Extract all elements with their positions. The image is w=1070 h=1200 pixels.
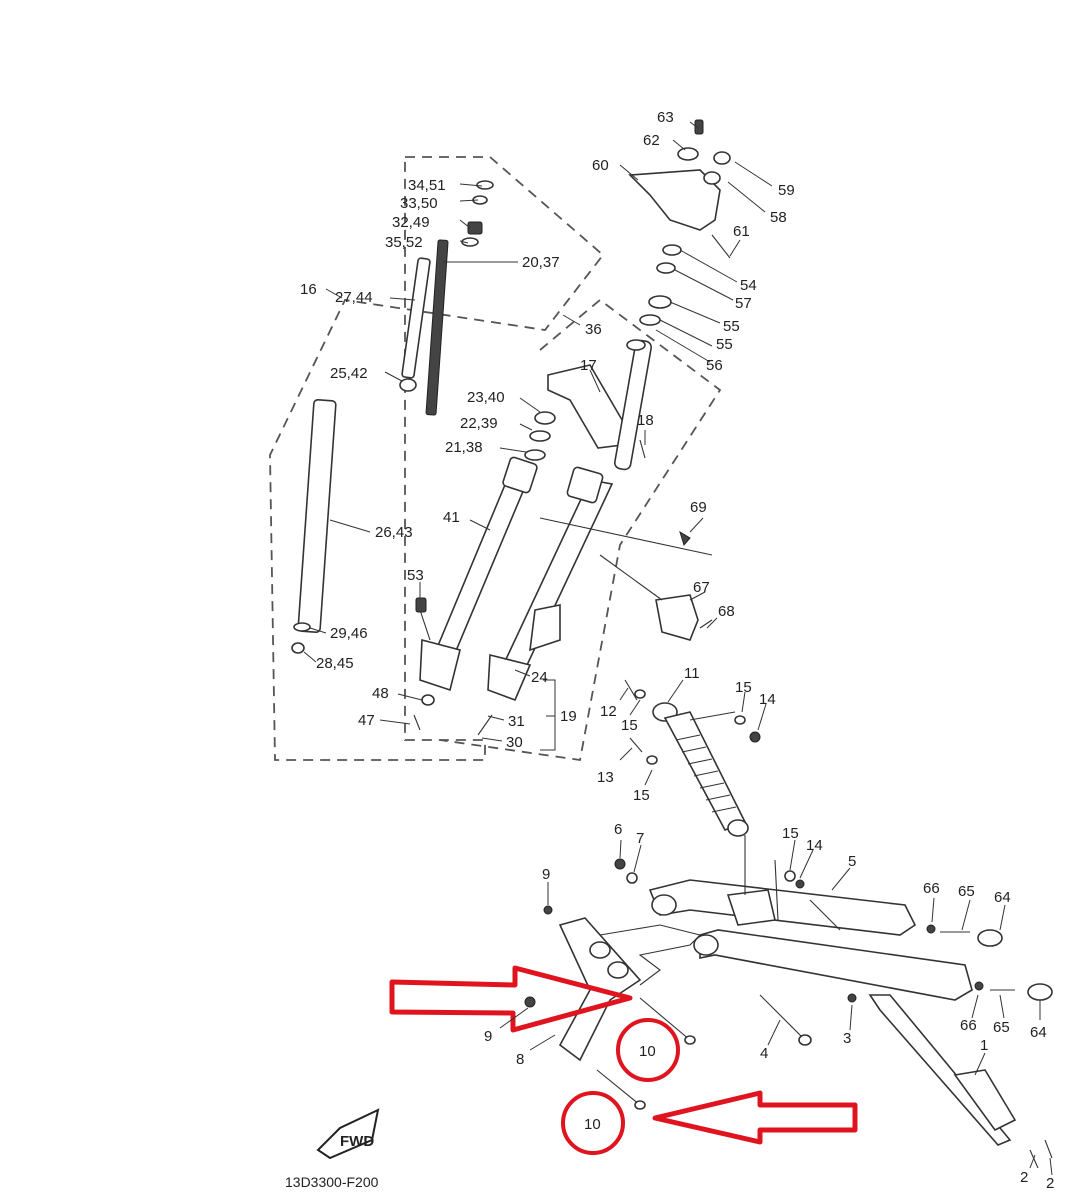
callout-64-lower: 64 — [1030, 1024, 1047, 1041]
callout-60: 60 — [592, 157, 609, 174]
fork-assembly-boundary — [269, 156, 605, 761]
callout-59: 59 — [778, 182, 795, 199]
callout-24: 24 — [531, 669, 548, 686]
fork-outer-tube-right — [477, 466, 614, 736]
callout-55-lower: 55 — [716, 336, 733, 353]
red-circle-part-10-lower — [561, 1091, 625, 1155]
swingarm — [648, 835, 1053, 1146]
diagram-code: 13D3300-F200 — [285, 1174, 379, 1190]
callout-15-arm: 15 — [782, 825, 799, 842]
callout-66-upper: 66 — [923, 880, 940, 897]
callout-47: 47 — [358, 712, 375, 729]
callout-25-42: 25,42 — [330, 365, 368, 382]
fwd-arrow: FWD — [316, 1108, 380, 1160]
callout-14-top: 14 — [759, 691, 776, 708]
callout-19: 19 — [560, 708, 577, 725]
callout-20-37: 20,37 — [522, 254, 560, 271]
fork-bracket-parts — [539, 517, 713, 641]
callout-62: 62 — [643, 132, 660, 149]
callout-65-upper: 65 — [958, 883, 975, 900]
callout-34-51: 34,51 — [408, 177, 446, 194]
callout-14-arm: 14 — [806, 837, 823, 854]
callout-28-45: 28,45 — [316, 655, 354, 672]
fork-outer-tube-left — [413, 456, 538, 731]
callout-4: 4 — [760, 1045, 768, 1062]
leader-lines — [303, 121, 1053, 1176]
callout-57: 57 — [735, 295, 752, 312]
callout-11: 11 — [684, 665, 700, 682]
callout-labels: 63 62 60 59 58 61 54 57 55 55 56 36 17 1… — [300, 109, 1054, 1192]
callout-5: 5 — [848, 853, 856, 870]
callout-53: 53 — [407, 567, 424, 584]
red-arrow-lower — [652, 1090, 858, 1145]
lower-bracket — [547, 339, 653, 471]
callout-35-52: 35,52 — [385, 234, 423, 251]
callout-56: 56 — [706, 357, 723, 374]
callout-16: 16 — [300, 281, 317, 298]
callout-2-left: 2 — [1020, 1169, 1028, 1186]
fork-cap-parts — [461, 180, 556, 461]
fork-right-boundary — [439, 298, 722, 762]
callout-9-lower: 9 — [484, 1028, 492, 1045]
callout-23-40: 23,40 — [467, 389, 505, 406]
callout-9-upper: 9 — [542, 866, 550, 883]
callout-41: 41 — [443, 509, 460, 526]
callout-29-46: 29,46 — [330, 625, 368, 642]
callout-18: 18 — [637, 412, 654, 429]
rear-shock — [624, 679, 761, 837]
callout-3: 3 — [843, 1030, 851, 1047]
callout-12: 12 — [600, 703, 617, 720]
callout-10-lower: 10 — [584, 1116, 601, 1133]
red-arrow-upper — [389, 965, 633, 1033]
callout-68: 68 — [718, 603, 735, 620]
callout-48: 48 — [372, 685, 389, 702]
callout-33-50: 33,50 — [400, 195, 438, 212]
fork-inner-tube — [291, 239, 449, 654]
callout-61: 61 — [733, 223, 750, 240]
callout-30: 30 — [506, 734, 523, 751]
callout-26-43: 26,43 — [375, 524, 413, 541]
callout-63: 63 — [657, 109, 674, 126]
callout-67: 67 — [693, 579, 710, 596]
callout-54: 54 — [740, 277, 757, 294]
callout-15-top: 15 — [735, 679, 752, 696]
callout-32-49: 32,49 — [392, 214, 430, 231]
callout-66-lower: 66 — [960, 1017, 977, 1034]
callout-55-upper: 55 — [723, 318, 740, 335]
callout-10-upper: 10 — [639, 1043, 656, 1060]
callout-27-44: 27,44 — [335, 289, 373, 306]
steering-head-parts — [628, 119, 731, 326]
callout-65-lower: 65 — [993, 1019, 1010, 1036]
callout-64-upper: 64 — [994, 889, 1011, 906]
callout-15-lower: 15 — [633, 787, 650, 804]
callout-22-39: 22,39 — [460, 415, 498, 432]
callout-1: 1 — [980, 1037, 988, 1054]
callout-7: 7 — [636, 830, 644, 847]
callout-21-38: 21,38 — [445, 439, 483, 456]
callout-13: 13 — [597, 769, 614, 786]
callout-17: 17 — [580, 357, 597, 374]
red-circle-part-10-upper — [616, 1018, 680, 1082]
callout-36: 36 — [585, 321, 602, 338]
callout-69: 69 — [690, 499, 707, 516]
callout-58: 58 — [770, 209, 787, 226]
callout-2-right: 2 — [1046, 1175, 1054, 1192]
fwd-label: FWD — [340, 1133, 374, 1150]
callout-6: 6 — [614, 821, 622, 838]
callout-8: 8 — [516, 1051, 524, 1068]
callout-31: 31 — [508, 713, 525, 730]
callout-15-shock: 15 — [621, 717, 638, 734]
